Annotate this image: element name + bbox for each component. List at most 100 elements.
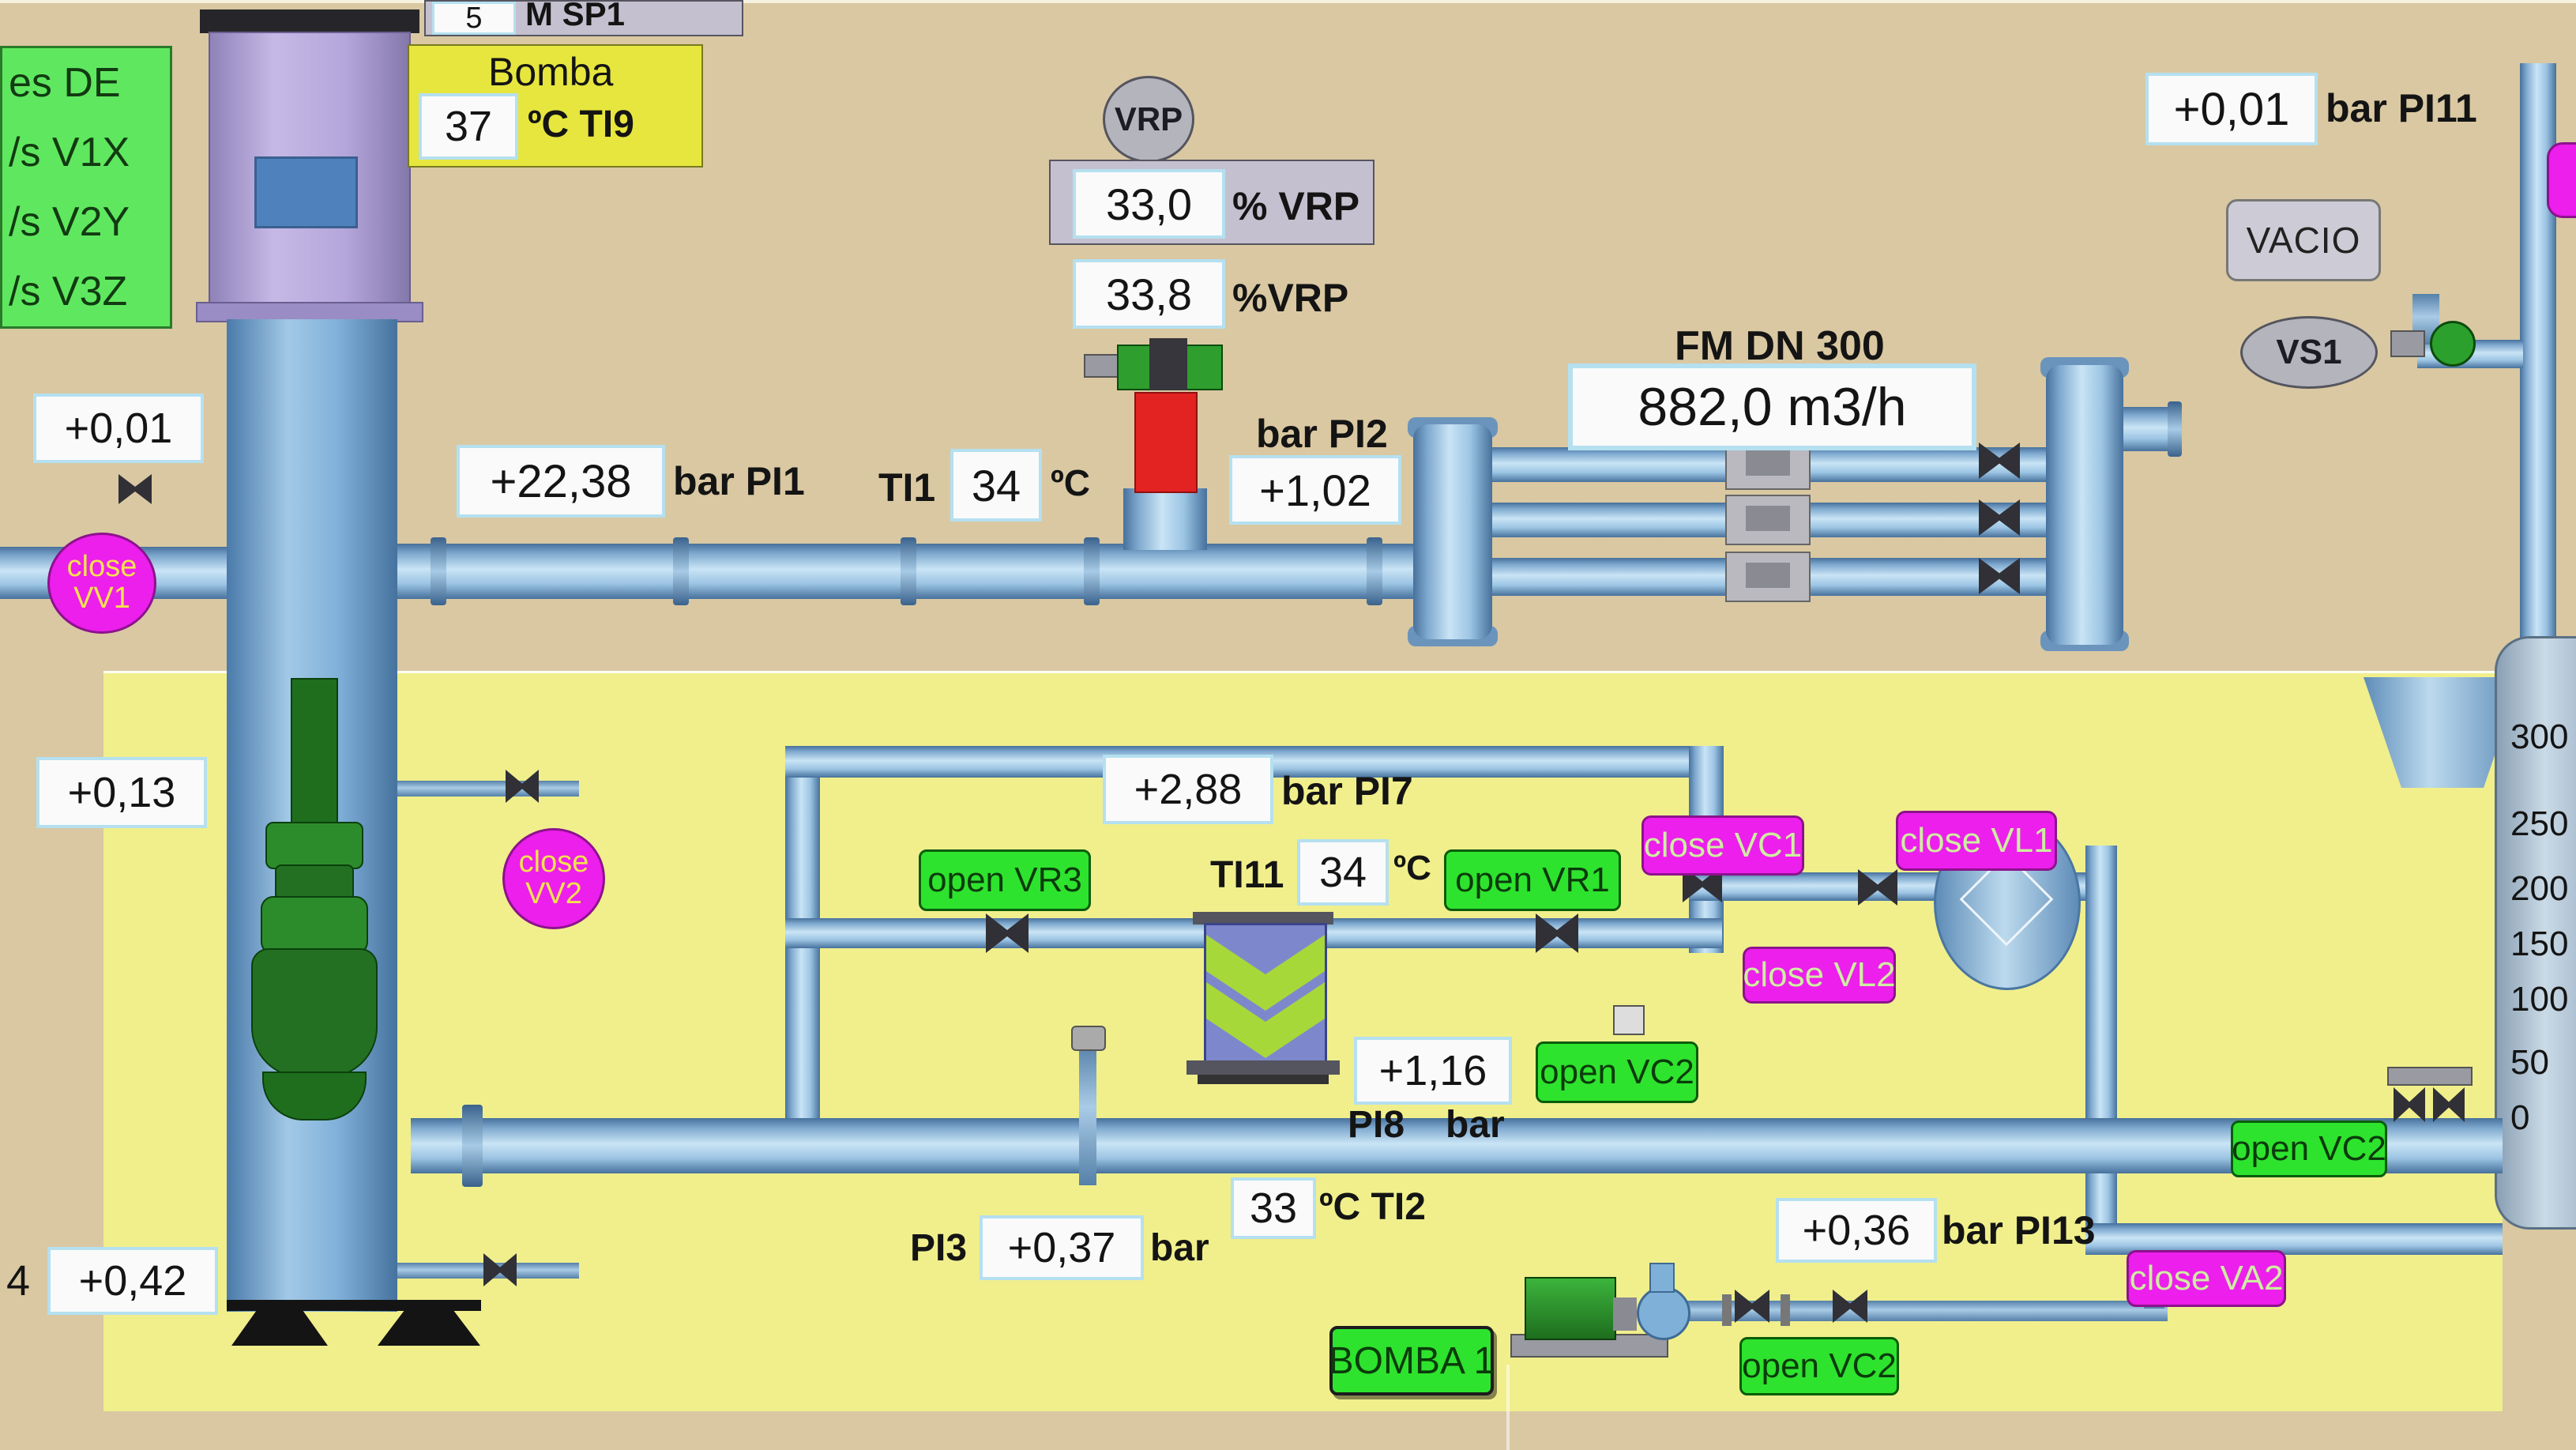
- pump-bowl-tier: [261, 896, 368, 955]
- vrp-tee-pipe: [1123, 488, 1207, 550]
- pipe-flange: [2168, 401, 2182, 457]
- valve-vv1-action: close: [66, 550, 137, 584]
- close-vl1-button[interactable]: close VL1: [1896, 811, 2057, 871]
- pi042-box[interactable]: +0,42: [47, 1247, 218, 1315]
- flowmeter-label: FM DN 300: [1675, 323, 1885, 369]
- flow-meter: [1725, 552, 1811, 602]
- pipe-flange: [462, 1105, 483, 1187]
- pi1-label: bar PI1: [673, 459, 805, 503]
- tank-scale-tick: 150: [2510, 925, 2569, 963]
- ti11-unit: ºC: [1393, 849, 1431, 887]
- heat-exchanger-top-plate: [1193, 912, 1333, 925]
- flow-meter: [1725, 495, 1811, 545]
- surge-tank: [2495, 636, 2576, 1230]
- levels-panel-line: es DE: [9, 60, 121, 106]
- grid-line: [1506, 1365, 1510, 1450]
- pi7-box[interactable]: +2,88: [1103, 755, 1273, 824]
- vrp-setpoint-box[interactable]: 33,0: [1073, 169, 1225, 239]
- aux-pump-volute: [1637, 1286, 1690, 1340]
- vrp-setpoint-label: % VRP: [1232, 184, 1360, 228]
- levels-panel-line: /s V1X: [9, 130, 130, 175]
- pi13-box[interactable]: +0,36: [1776, 1198, 1937, 1263]
- levels-panel-line: /s V2Y: [9, 199, 130, 245]
- bomba-panel: Bomba 37 ºC TI9: [408, 44, 703, 168]
- vrp-valve-center: [1149, 338, 1187, 390]
- vs1-button[interactable]: VS1: [2240, 316, 2378, 389]
- pipe-flange: [431, 537, 446, 605]
- pi8-label: PI8: [1348, 1104, 1405, 1146]
- discharge-pipe: [363, 544, 1414, 599]
- sensor-fitting: [1071, 1026, 1106, 1051]
- gate-valve-topworks: [2387, 1067, 2473, 1086]
- pressure-box-top-left[interactable]: +0,01: [33, 394, 204, 463]
- heat-exchanger-body: [1204, 923, 1327, 1066]
- pi042-prefix: 4: [6, 1257, 31, 1305]
- pump-motor-window: [254, 156, 358, 228]
- flowmeter-box[interactable]: 882,0 m3/h: [1568, 363, 1976, 450]
- vrp-position-box[interactable]: 33,8: [1073, 259, 1225, 329]
- vrp-badge: VRP: [1103, 76, 1194, 163]
- ti11-label: TI11: [1210, 854, 1284, 896]
- pi7-label: bar PI7: [1281, 769, 1413, 813]
- pi13-label: bar PI13: [1942, 1208, 2096, 1252]
- open-vc2-aux-button[interactable]: open VC2: [1739, 1337, 1899, 1395]
- vent-fitting: [2390, 330, 2425, 357]
- pi11-box[interactable]: +0,01: [2145, 73, 2318, 145]
- valve-vv1-name: VV1: [73, 582, 130, 615]
- heat-exchanger-bottom-plate: [1186, 1060, 1340, 1075]
- pipe-flange: [1084, 537, 1100, 605]
- pump-bowl-tier: [265, 822, 363, 869]
- valve-vv1-button[interactable]: close VV1: [47, 533, 156, 634]
- tank-scale-tick: 0: [2510, 1098, 2530, 1137]
- pipe-flange: [901, 537, 916, 605]
- ti1-box[interactable]: 34: [950, 449, 1042, 522]
- aux-pump-coupling: [1613, 1297, 1637, 1331]
- pi2-box[interactable]: +1,02: [1229, 455, 1401, 525]
- open-vr1-button[interactable]: open VR1: [1444, 849, 1621, 911]
- ti1-label: TI1: [878, 465, 936, 510]
- close-va2-button[interactable]: close VA2: [2127, 1250, 2286, 1307]
- vrp-position-label: %VRP: [1232, 276, 1349, 320]
- motor-temp-box[interactable]: 37: [419, 93, 518, 160]
- open-vr3-button[interactable]: open VR3: [919, 849, 1091, 911]
- pi3-box[interactable]: +0,37: [980, 1215, 1144, 1280]
- vacio-button[interactable]: VACIO: [2226, 199, 2381, 281]
- ti2-box[interactable]: 33: [1231, 1177, 1316, 1239]
- rpm-setpoint-box[interactable]: 5: [432, 2, 516, 35]
- close-vl2-button[interactable]: close VL2: [1743, 947, 1896, 1004]
- edge-alarm-button[interactable]: [2547, 142, 2576, 218]
- ti11-box[interactable]: 34: [1297, 839, 1389, 906]
- close-vc1-button[interactable]: close VC1: [1641, 815, 1804, 876]
- levels-panel-line: /s V3Z: [9, 269, 128, 314]
- valve-vv2-button[interactable]: close VV2: [502, 828, 605, 929]
- pump-bowl: [251, 948, 378, 1078]
- pi8-unit: bar: [1446, 1104, 1505, 1146]
- sensor-stem-pipe: [1079, 1043, 1096, 1185]
- pi1-box[interactable]: +22,38: [457, 445, 665, 518]
- ti1-unit: ºC: [1051, 462, 1091, 503]
- tank-scale-tick: 250: [2510, 804, 2569, 843]
- pi013-box[interactable]: +0,13: [36, 757, 207, 828]
- tank-scale-tick: 50: [2510, 1043, 2549, 1082]
- bomba1-button[interactable]: BOMBA 1: [1329, 1326, 1495, 1395]
- pi8-box[interactable]: +1,16: [1354, 1037, 1512, 1105]
- suction-fitting-icon: [118, 474, 152, 504]
- open-vc2-mid-button[interactable]: open VC2: [1536, 1041, 1698, 1103]
- tank-scale-tick: 200: [2510, 869, 2569, 908]
- vrp-actuator: [1134, 392, 1198, 493]
- ti2-label: ºC TI2: [1319, 1186, 1426, 1228]
- manifold-left: [1413, 424, 1492, 639]
- pi2-label: bar PI2: [1256, 412, 1388, 456]
- pi3-unit: bar: [1150, 1227, 1209, 1269]
- heat-exchanger-base: [1198, 1075, 1329, 1084]
- open-vc2-main-button[interactable]: open VC2: [2231, 1120, 2387, 1177]
- motor-temp-label: ºC TI9: [528, 104, 634, 145]
- pi11-label: bar PI11: [2326, 86, 2477, 130]
- tank-scale-tick: 300: [2510, 717, 2569, 756]
- pipe-flange: [1367, 537, 1382, 605]
- heat-exchanger-coil: [1206, 935, 1325, 1058]
- filter-downcomer: [2085, 846, 2117, 1241]
- aux-pump-discharge: [1649, 1263, 1675, 1293]
- tank-scale-tick: 100: [2510, 980, 2569, 1019]
